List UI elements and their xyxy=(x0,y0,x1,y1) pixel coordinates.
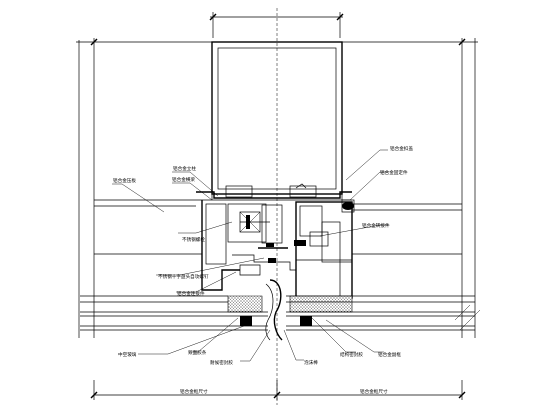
label-l8: 铝合金固定件 xyxy=(380,169,408,176)
labels: 铝合金立柱 铝合金横梁 铝合金压板 不锈钢螺栓 不锈钢十字盘头自攻螺钉 铝合金连… xyxy=(113,145,413,395)
sealant-hatch xyxy=(227,279,353,341)
label-l9: 铝合金转接件 xyxy=(362,222,390,229)
label-l14: 结构密封胶 xyxy=(340,351,363,358)
label-l13: 泡沫棒 xyxy=(304,359,318,366)
label-l16: 铝合金副框 xyxy=(378,351,401,358)
upper-frame-lines xyxy=(76,38,478,338)
dimension-left: 铝合金框尺寸 xyxy=(180,388,208,395)
leader-lines xyxy=(112,149,388,362)
glass-panels xyxy=(80,199,475,331)
glass-reflection-marks xyxy=(454,304,481,331)
label-l5: 不锈钢螺栓 xyxy=(182,236,205,243)
label-l3: 铝合金压板 xyxy=(113,177,136,184)
top-dimension xyxy=(209,12,344,38)
bottom-dimensions xyxy=(90,380,466,400)
label-l7: 铝合金连接件 xyxy=(177,290,205,297)
label-l15: 双面胶条 xyxy=(188,349,207,356)
label-l2: 铝合金横梁 xyxy=(172,176,195,183)
label-l1: 铝合金立柱 xyxy=(173,165,196,172)
dimension-right: 铝合金框尺寸 xyxy=(360,388,388,395)
label-l11: 中空玻璃 xyxy=(118,351,137,358)
label-l6: 不锈钢十字盘头自攻螺钉 xyxy=(158,273,209,280)
label-l4: 铝合金扣盖 xyxy=(390,145,413,152)
label-l12: 耐候密封胶 xyxy=(210,359,233,366)
